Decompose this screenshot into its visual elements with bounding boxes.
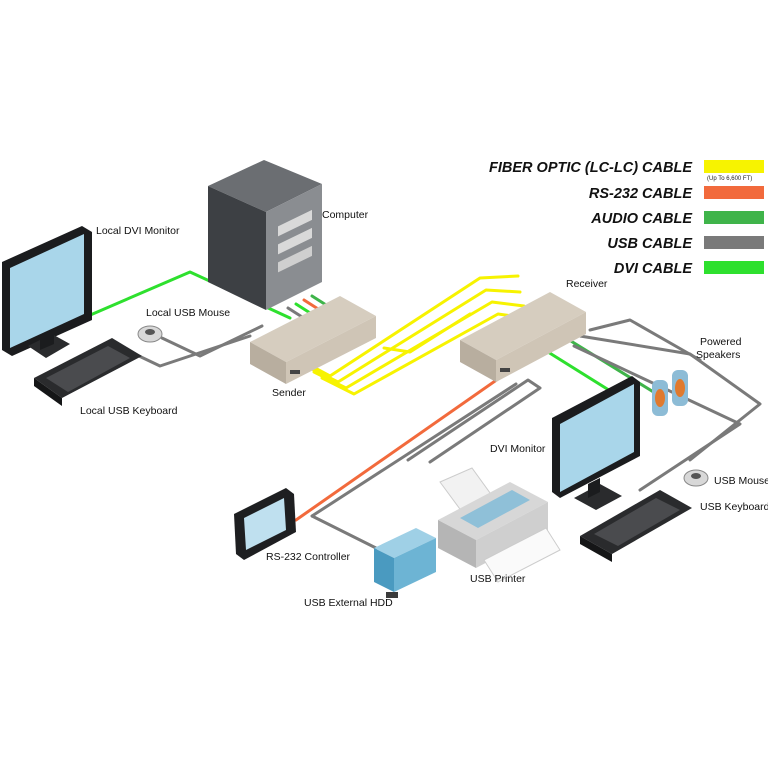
device-labels: Computer Local DVI Monitor Local USB Mou… <box>80 209 768 609</box>
local-dvi-monitor-icon <box>2 226 92 358</box>
legend-audio-swatch <box>704 211 764 224</box>
powered-speakers-label-line2: Speakers <box>696 349 740 361</box>
powered-speakers-icon <box>652 370 688 416</box>
legend: FIBER OPTIC (LC-LC) CABLE (Up To 6,600 F… <box>489 160 764 277</box>
legend-rs232-swatch <box>704 186 764 199</box>
dvi-monitor-icon <box>552 376 640 510</box>
legend-fiber-sublabel: (Up To 6,600 FT) <box>707 176 752 182</box>
local-usb-keyboard-icon <box>34 338 142 406</box>
usb-cable-receiver-top <box>588 318 702 362</box>
legend-fiber-label: FIBER OPTIC (LC-LC) CABLE <box>489 160 693 176</box>
sender-label: Sender <box>272 387 306 399</box>
legend-rs232-label: RS-232 CABLE <box>589 186 693 202</box>
usb-external-hdd-icon <box>374 528 436 598</box>
computer-label: Computer <box>322 209 369 221</box>
local-usb-keyboard-label: Local USB Keyboard <box>80 405 178 417</box>
sender-icon <box>250 296 376 384</box>
usb-mouse-label: USB Mouse <box>714 475 768 487</box>
dvi-monitor-label: DVI Monitor <box>490 443 546 455</box>
legend-usb-swatch <box>704 236 764 249</box>
usb-keyboard-icon <box>580 490 692 562</box>
legend-audio-label: AUDIO CABLE <box>590 211 693 227</box>
usb-keyboard-label: USB Keyboard <box>700 501 768 513</box>
usb-cable-remote-mouse <box>578 334 762 462</box>
powered-speakers-label-line1: Powered <box>700 336 742 348</box>
usb-printer-label: USB Printer <box>470 573 526 585</box>
usb-cable-printer <box>406 378 542 464</box>
cables <box>86 270 762 550</box>
usb-mouse-icon <box>683 469 709 487</box>
receiver-icon <box>460 292 586 382</box>
receiver-label: Receiver <box>566 278 608 290</box>
legend-fiber-swatch <box>704 160 764 173</box>
dvi-cable-remote-monitor <box>546 350 614 394</box>
usb-printer-icon <box>438 467 561 583</box>
audio-cable-speakers <box>564 336 662 398</box>
usb-cable-remote-keyboard <box>572 344 742 492</box>
legend-usb-label: USB CABLE <box>607 236 693 252</box>
rs232-cable-controller <box>294 370 510 522</box>
legend-dvi-label: DVI CABLE <box>614 261 693 277</box>
legend-dvi-swatch <box>704 261 764 274</box>
local-dvi-monitor-label: Local DVI Monitor <box>96 225 180 237</box>
local-usb-mouse-icon <box>137 325 163 343</box>
usb-cable-hdd <box>310 382 518 550</box>
rs232-controller-label: RS-232 Controller <box>266 551 351 563</box>
rs232-controller-icon <box>234 488 296 560</box>
computer-icon <box>208 160 322 310</box>
usb-external-hdd-label: USB External HDD <box>304 597 393 609</box>
usb-cable-local-mouse <box>160 324 264 358</box>
local-usb-mouse-label: Local USB Mouse <box>146 307 230 319</box>
